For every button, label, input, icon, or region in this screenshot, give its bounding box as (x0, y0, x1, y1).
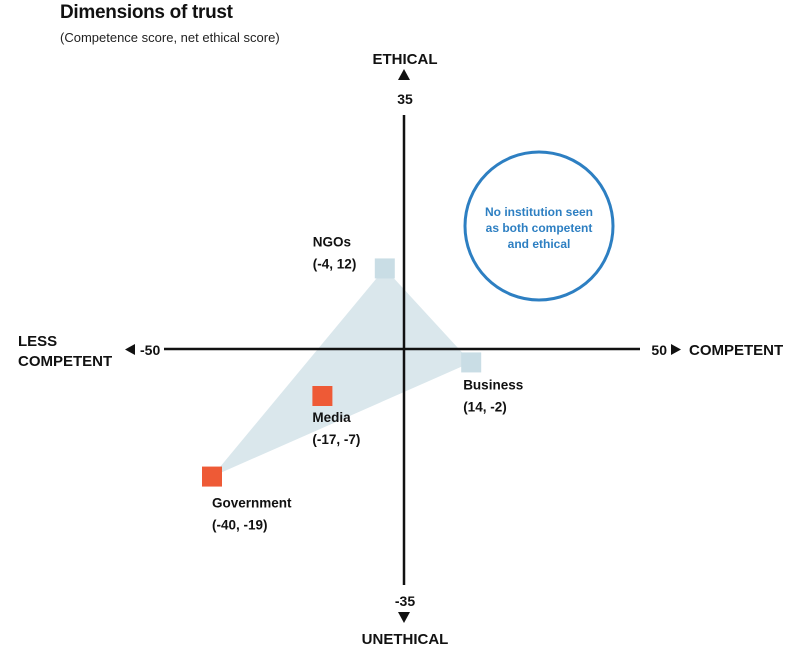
y-tick-bottom: -35 (395, 593, 415, 609)
x-tick-left: -50 (140, 342, 160, 358)
arrow-left-icon (125, 344, 135, 355)
x-axis-positive-label: COMPETENT (689, 342, 783, 359)
arrow-right-icon (671, 344, 681, 355)
point-coord-business: (14, -2) (463, 399, 507, 414)
point-label-ngos: NGOs (313, 234, 351, 249)
shaded-region (212, 268, 472, 477)
chart-subtitle: (Competence score, net ethical score) (60, 30, 280, 45)
point-marker-media (312, 386, 333, 406)
arrow-up-icon (398, 69, 410, 80)
y-axis-positive-label: ETHICAL (373, 51, 438, 68)
annotation-line-1: No institution seen (485, 205, 593, 219)
annotation-line-3: and ethical (508, 237, 571, 251)
points-layer: NGOs (-4, 12) Business (14, -2) Media (-17, -… (202, 234, 523, 533)
x-tick-right: 50 (651, 342, 667, 358)
y-tick-top: 35 (397, 91, 413, 107)
annotation-circle (463, 150, 615, 302)
point-marker-government (202, 466, 222, 487)
point-coord-media: (-17, -7) (312, 432, 360, 447)
point-label-business: Business (463, 377, 523, 392)
point-coord-ngos: (-4, 12) (313, 256, 357, 271)
arrow-down-icon (398, 612, 410, 623)
x-axis-negative-label-line1: LESS (18, 333, 57, 350)
point-marker-business (461, 352, 482, 373)
point-label-media: Media (312, 410, 351, 425)
chart-title: Dimensions of trust (60, 2, 233, 23)
point-coord-government: (-40, -19) (212, 518, 268, 533)
x-axis-negative-label-line2: COMPETENT (18, 353, 112, 370)
y-axis-negative-label: UNETHICAL (362, 631, 449, 648)
point-label-government: Government (212, 496, 292, 511)
point-marker-ngos (374, 258, 395, 279)
annotation-line-2: as both competent (486, 221, 593, 235)
